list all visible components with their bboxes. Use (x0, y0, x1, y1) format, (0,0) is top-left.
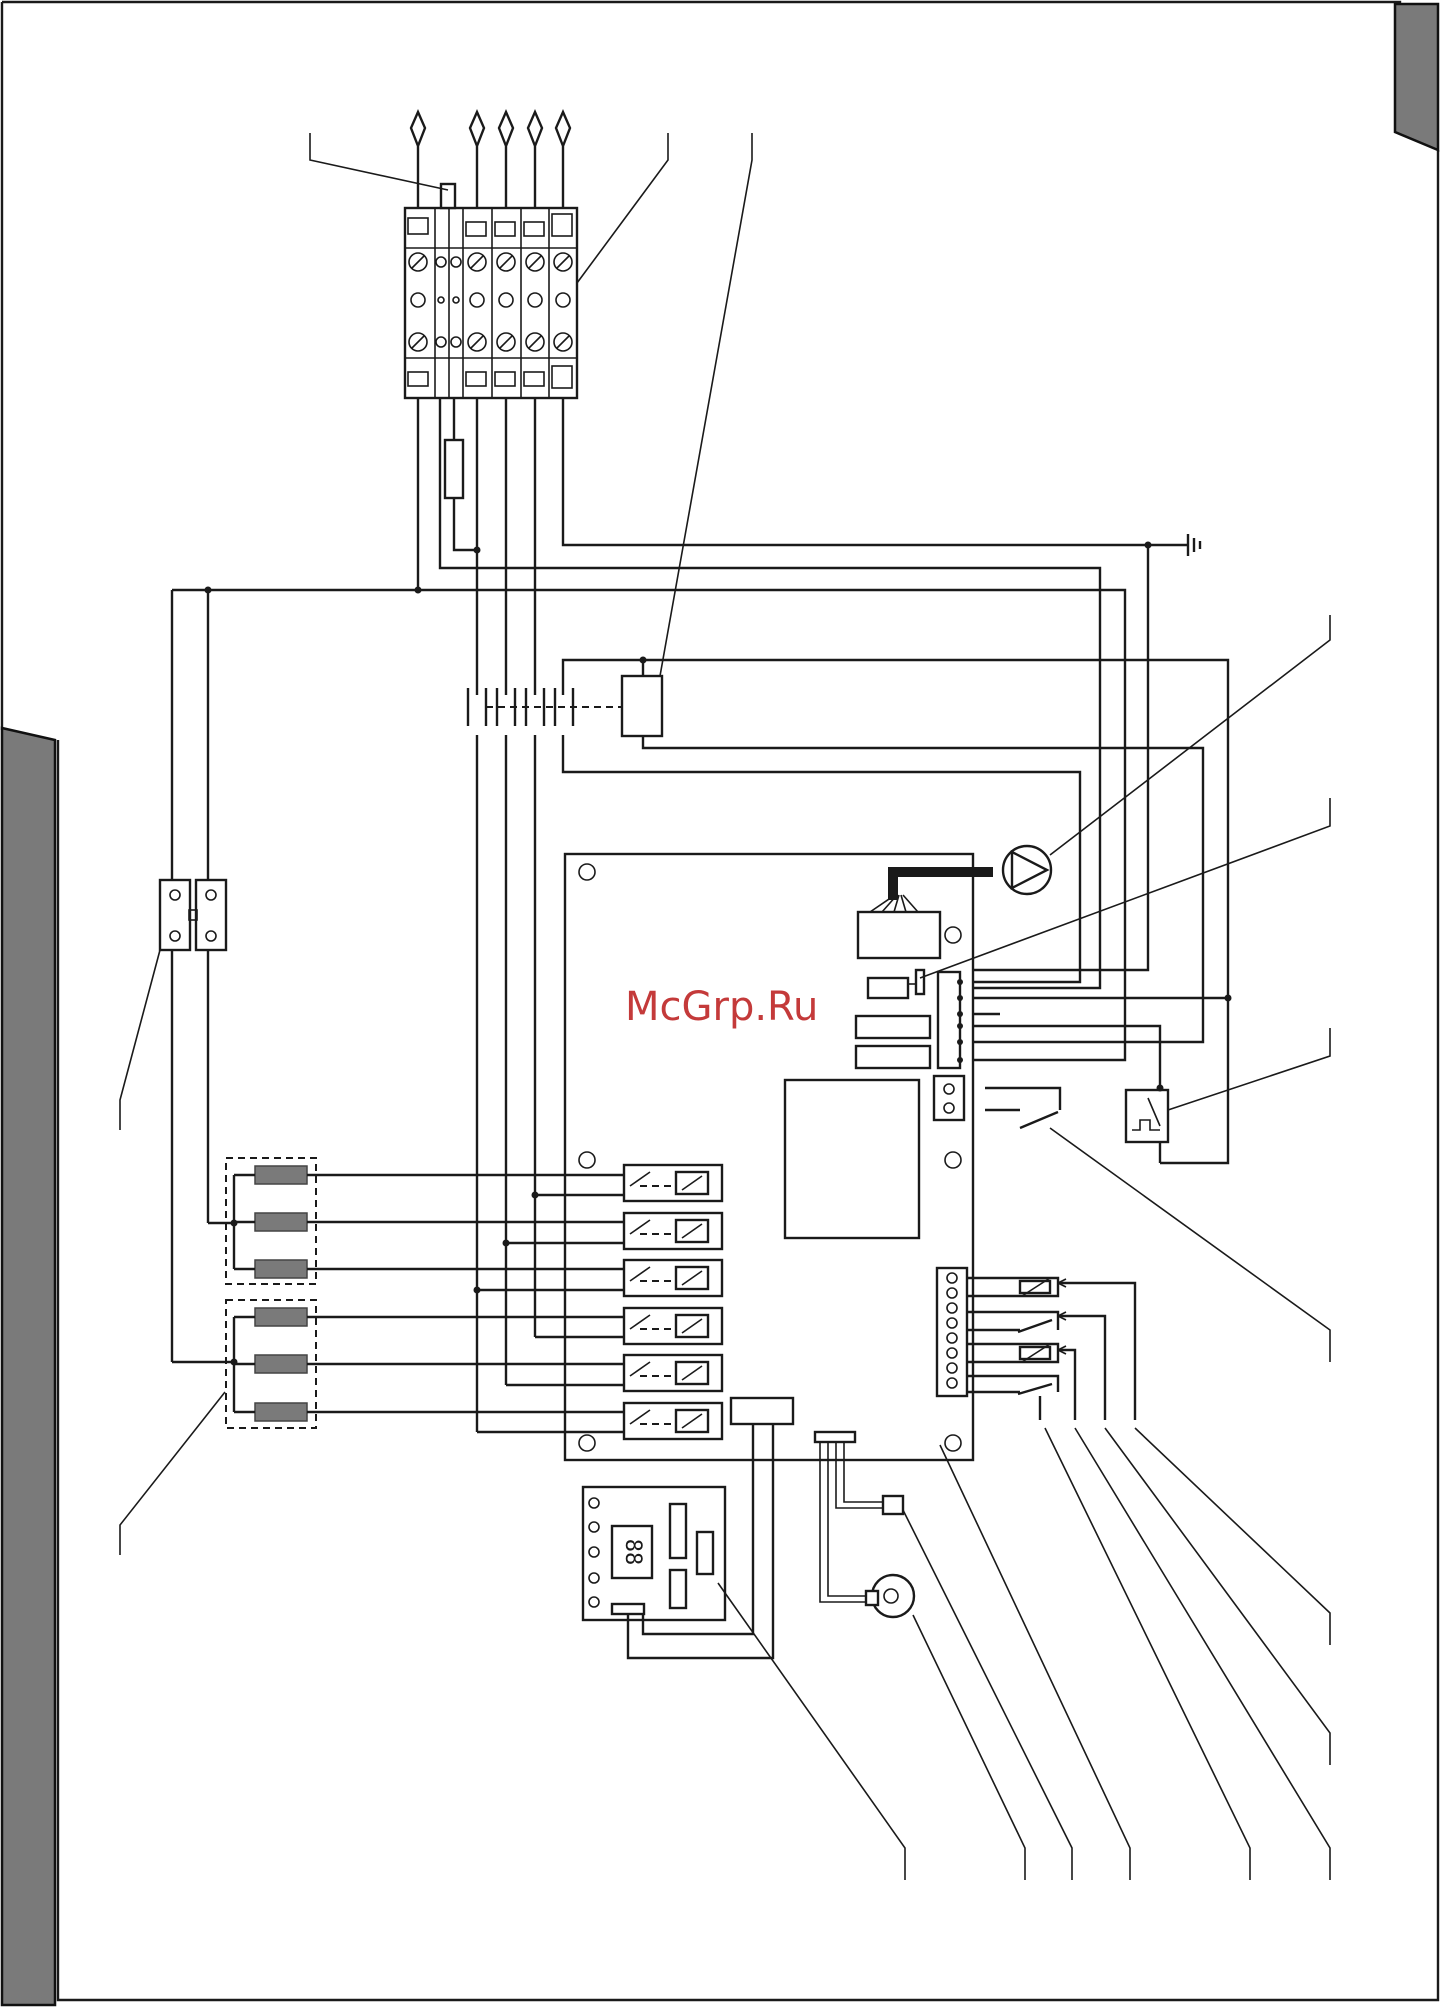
heating-element (254, 1259, 308, 1279)
board-sensor-connector (813, 1430, 857, 1444)
board-transformer (783, 1078, 921, 1240)
heater-group-2 (225, 1299, 317, 1429)
board-terminal-8 (935, 1266, 969, 1398)
relay-icon (622, 1401, 724, 1441)
terminal-screws (408, 252, 573, 352)
relay-icon (622, 1258, 724, 1298)
sensor-icon (881, 1494, 905, 1516)
heating-element (254, 1402, 308, 1422)
side-tab-left (0, 726, 57, 2007)
heating-element (254, 1307, 308, 1327)
relay-icon (622, 1211, 724, 1251)
contactor (466, 674, 664, 738)
board-component (866, 976, 910, 1000)
relay-bank (622, 1163, 724, 1441)
junctions (204, 541, 1232, 1366)
display-board: 88 (581, 1424, 775, 1660)
main-wiring (170, 398, 1230, 1432)
relay-icon (622, 1353, 724, 1393)
board-connector (936, 970, 962, 1070)
heating-element (254, 1212, 308, 1232)
heating-element (254, 1165, 308, 1185)
board-component (854, 1014, 932, 1040)
heater-wiring (172, 1173, 624, 1434)
leader-lines (119, 133, 1331, 1880)
pump-icon (1001, 844, 1053, 896)
contactor-coil (620, 674, 664, 738)
bottom-sensors (819, 1442, 916, 1619)
board-component (854, 1044, 932, 1070)
ground-icon (1186, 534, 1202, 556)
heating-element (254, 1354, 308, 1374)
relay-icon (622, 1306, 724, 1346)
terminal-block (403, 109, 579, 400)
external-sensors (967, 1276, 1137, 1420)
fuse-icon (443, 438, 465, 500)
board-capacitor (914, 968, 926, 996)
board-ribbon-connector (729, 1396, 795, 1426)
display-digits: 88 (620, 1539, 645, 1566)
watermark: McGrp.Ru (625, 984, 818, 1030)
pressure-switch-icon (1124, 1088, 1170, 1163)
input-wire-ends (409, 109, 572, 208)
thermostat-icon (158, 878, 228, 952)
board-component (856, 910, 942, 960)
relay-icon (622, 1163, 724, 1203)
board-switch (985, 1086, 1062, 1130)
side-tab-right (1393, 2, 1440, 152)
